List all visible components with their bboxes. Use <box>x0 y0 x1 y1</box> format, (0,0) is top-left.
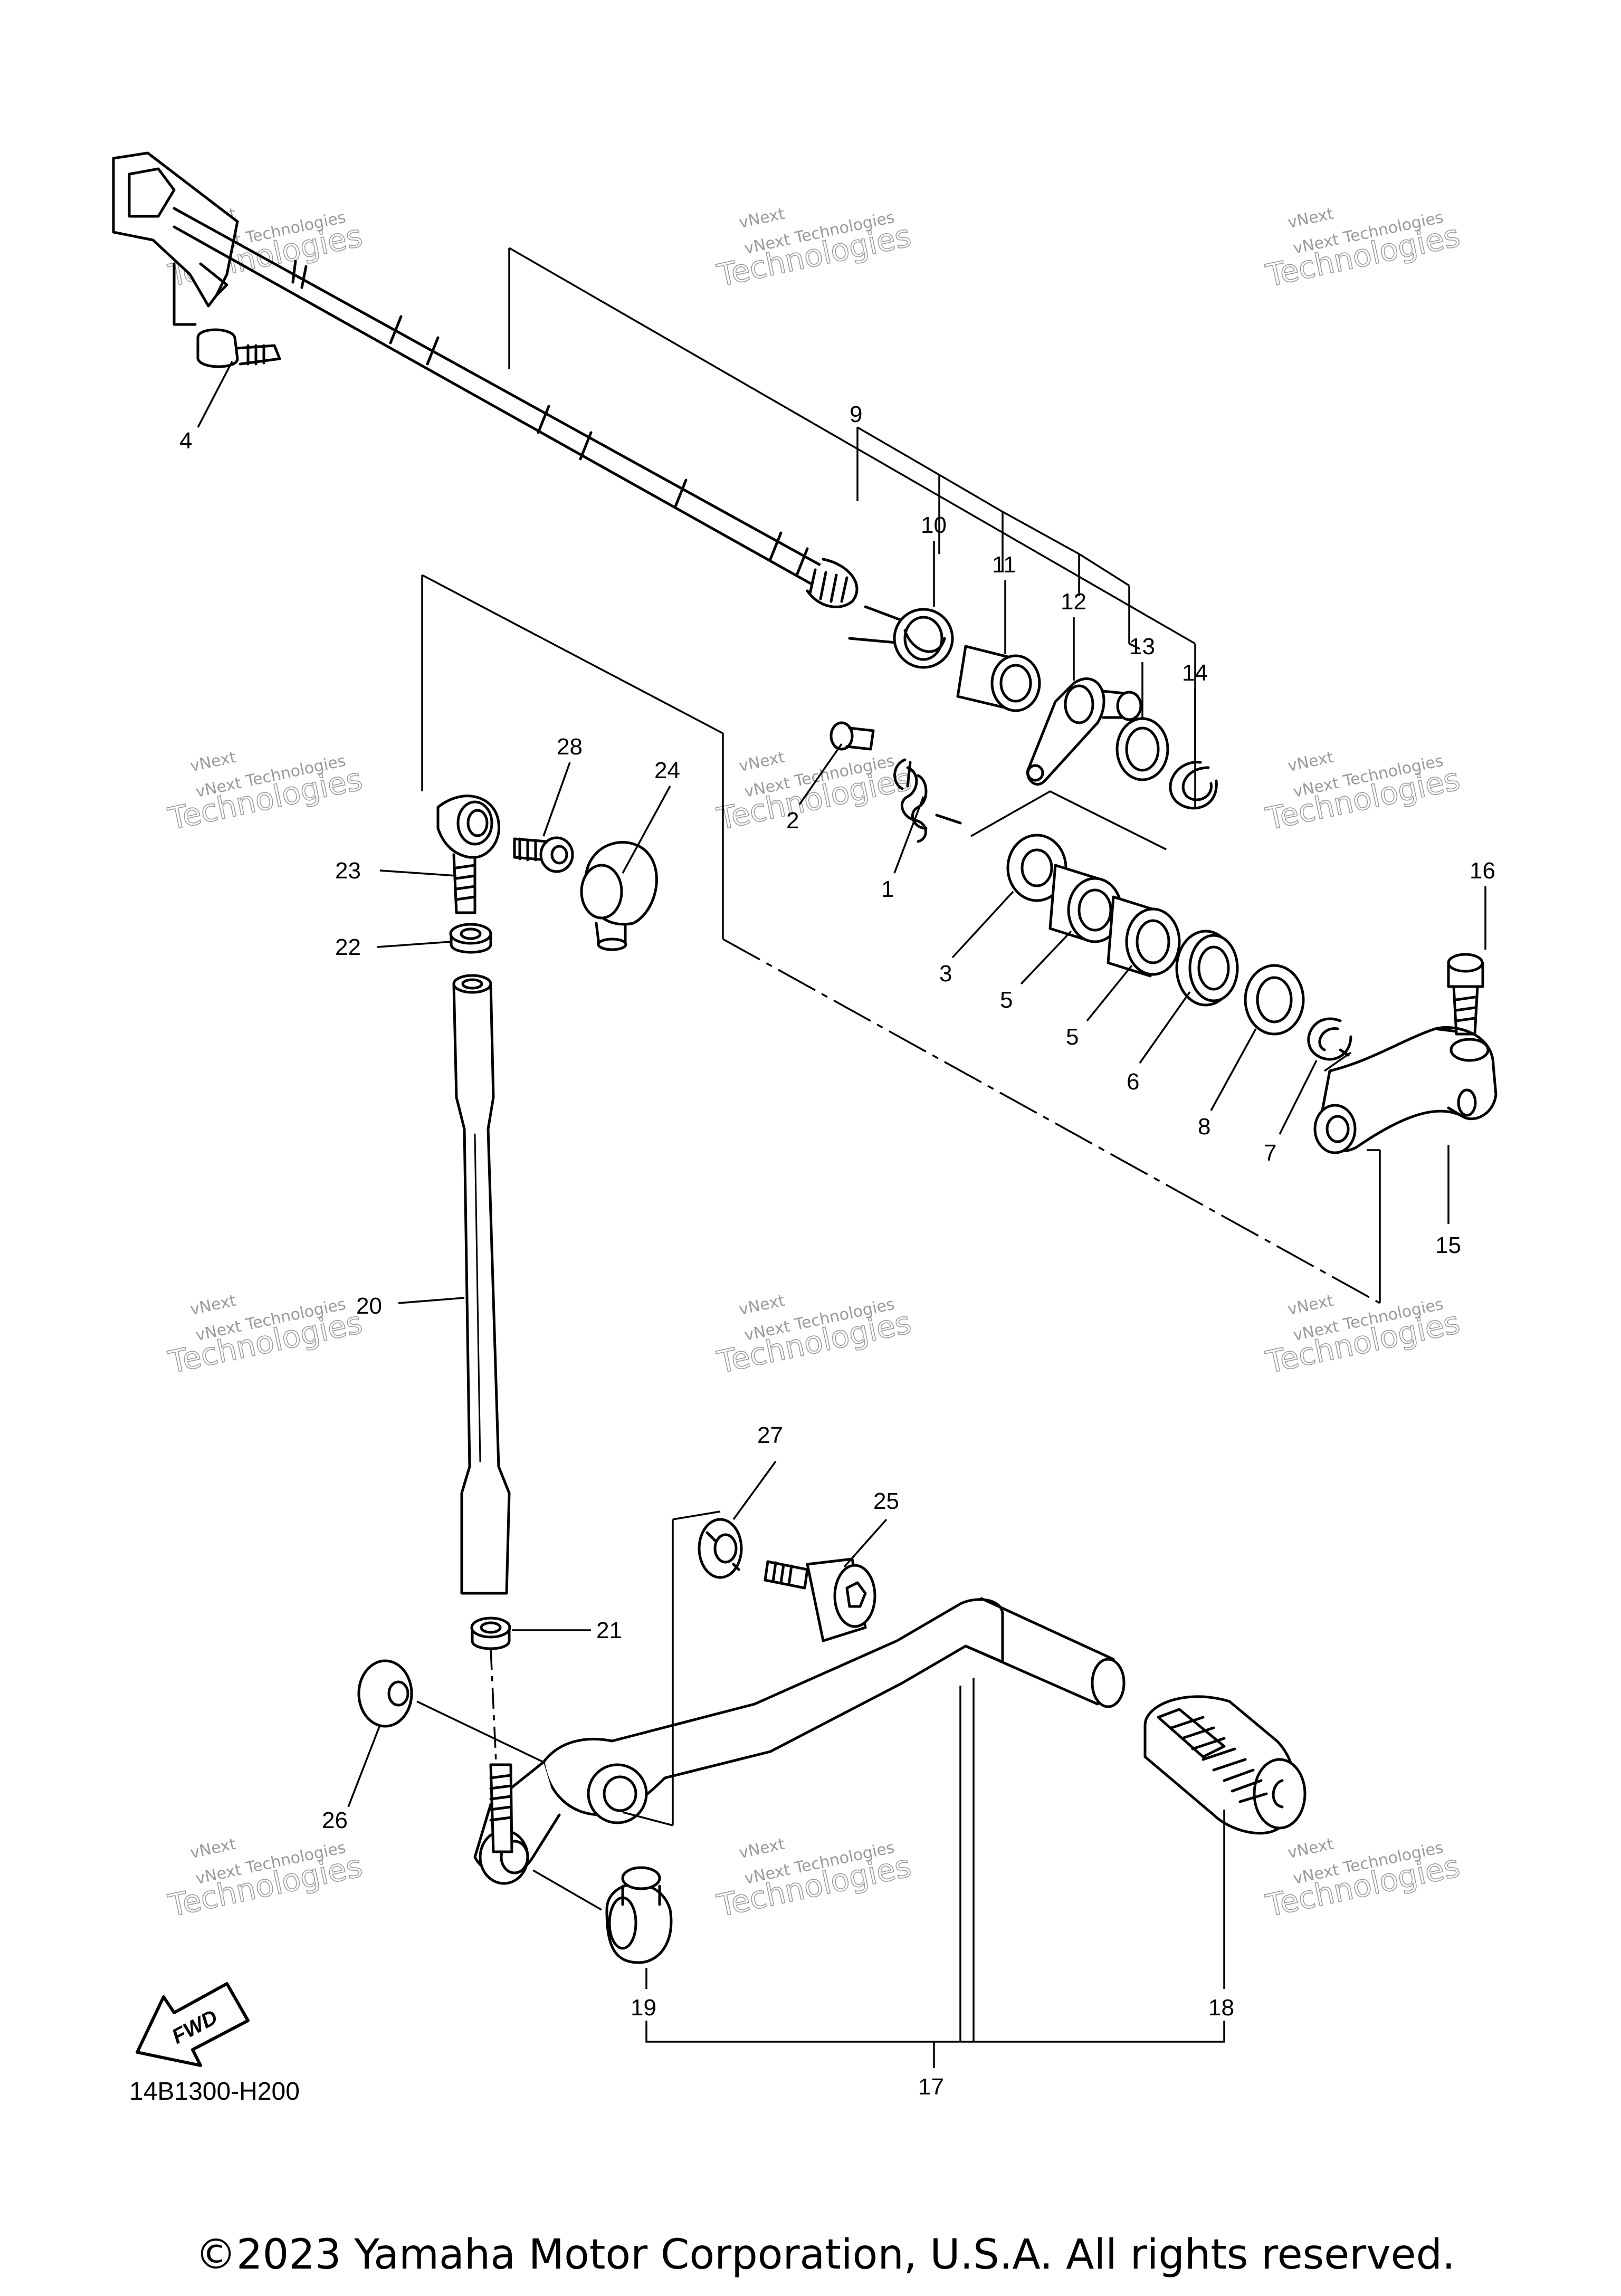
pedal-rubber-part <box>1143 1695 1307 1835</box>
parts-layer <box>112 151 1498 2067</box>
callout-9: 9 <box>850 401 862 427</box>
callout-7: 7 <box>1264 1140 1276 1166</box>
watermark: vNext vNext Technologies Technologies <box>1262 205 1463 294</box>
callout-26: 26 <box>322 1807 348 1833</box>
svg-text:vNext: vNext <box>1286 1292 1335 1319</box>
callout-22: 22 <box>335 934 361 960</box>
svg-text:vNext: vNext <box>188 1835 237 1863</box>
callout-21: 21 <box>596 1618 622 1643</box>
svg-text:vNext: vNext <box>1286 1835 1335 1863</box>
svg-text:vNext: vNext <box>737 1292 786 1319</box>
callout-25: 25 <box>873 1488 899 1514</box>
watermark: vNext vNext Technologies Technologies <box>1262 748 1463 838</box>
svg-text:vNext: vNext <box>737 748 786 776</box>
washer-part <box>1115 717 1169 781</box>
callout-2: 2 <box>786 808 799 834</box>
callout-20: 20 <box>356 1293 382 1319</box>
torsion-spring-part <box>848 605 954 669</box>
svg-text:vNext: vNext <box>188 1292 237 1319</box>
spring-part <box>893 758 962 843</box>
callout-15: 15 <box>1435 1232 1461 1258</box>
shift-lever-arm-part <box>1313 1026 1498 1154</box>
washer-part <box>1244 964 1305 1036</box>
svg-text:vNext: vNext <box>188 748 237 776</box>
fwd-arrow-icon <box>136 1982 250 2067</box>
bushing-part <box>1107 895 1181 978</box>
watermark: vNext vNext Technologies Technologies <box>713 748 914 838</box>
shift-pedal-part <box>473 1597 1126 1885</box>
shift-rod-part <box>452 974 511 1595</box>
shift-shaft-part <box>112 151 859 608</box>
nut-part <box>470 1616 511 1650</box>
watermark: vNext vNext Technologies Technologies <box>713 1292 914 1381</box>
oil-seal-part <box>1175 930 1239 1007</box>
callout-6: 6 <box>1127 1069 1139 1095</box>
callout-8: 8 <box>1198 1114 1210 1140</box>
callout-16: 16 <box>1470 858 1495 884</box>
washer-part <box>698 1518 743 1579</box>
callout-28: 28 <box>557 734 583 760</box>
callout-1: 1 <box>881 876 894 902</box>
callout-11: 11 <box>992 552 1016 578</box>
bushing-part <box>1048 864 1123 943</box>
pivot-bolt-part <box>764 1557 876 1642</box>
circlip-part <box>1169 761 1218 810</box>
callout-17: 17 <box>918 2074 944 2100</box>
svg-text:vNext: vNext <box>1286 748 1335 776</box>
callout-19: 19 <box>631 1995 656 2021</box>
svg-text:vNext: vNext <box>737 205 786 233</box>
joint-cover-part <box>580 841 658 951</box>
pedal-bolt-part <box>489 1763 513 1853</box>
bolt-part <box>829 721 875 751</box>
callout-14: 14 <box>1182 660 1208 686</box>
watermark: vNext vNext Technologies Technologies <box>713 205 914 294</box>
watermark: vNext vNext Technologies Technologies <box>1262 1292 1463 1381</box>
watermark-layer: vNext vNext Technologies Technologies vN… <box>165 205 1463 1925</box>
callout-24: 24 <box>654 758 680 783</box>
collar-part <box>956 645 1041 712</box>
svg-text:vNext: vNext <box>737 1835 786 1863</box>
bolt-part <box>513 836 574 873</box>
callout-18: 18 <box>1208 1995 1234 2021</box>
watermark: vNext vNext Technologies Technologies <box>713 1835 914 1925</box>
callout-5a: 5 <box>1000 987 1013 1013</box>
watermark: vNext vNext Technologies Technologies <box>165 748 366 838</box>
callout-4: 4 <box>179 428 192 454</box>
callout-12: 12 <box>1061 589 1086 615</box>
callout-3: 3 <box>939 961 952 987</box>
nut-part <box>449 923 492 954</box>
callout-5b: 5 <box>1066 1024 1079 1050</box>
stud-bolt-part <box>173 262 281 368</box>
copyright-notice: ©2023 Yamaha Motor Corporation, U.S.A. A… <box>195 2231 1455 2279</box>
bolt-part <box>1447 953 1484 1036</box>
diagram-code: 14B1300-H200 <box>129 2078 300 2106</box>
callout-labels: 9 10 11 12 13 14 4 2 1 3 5 5 6 8 7 15 16… <box>179 401 1495 2100</box>
washer-part <box>357 1659 413 1728</box>
leader-lines <box>197 247 1486 2068</box>
callout-23: 23 <box>335 858 361 884</box>
rod-end-part <box>436 795 500 914</box>
circlip-part <box>1307 1017 1352 1061</box>
shift-arm-part <box>1026 677 1142 786</box>
watermark: vNext vNext Technologies Technologies <box>165 1292 366 1381</box>
svg-text:vNext: vNext <box>1286 205 1335 233</box>
joint-cover-part <box>605 1866 673 1964</box>
callout-13: 13 <box>1129 634 1155 659</box>
callout-27: 27 <box>757 1422 783 1448</box>
callout-10: 10 <box>921 512 947 538</box>
